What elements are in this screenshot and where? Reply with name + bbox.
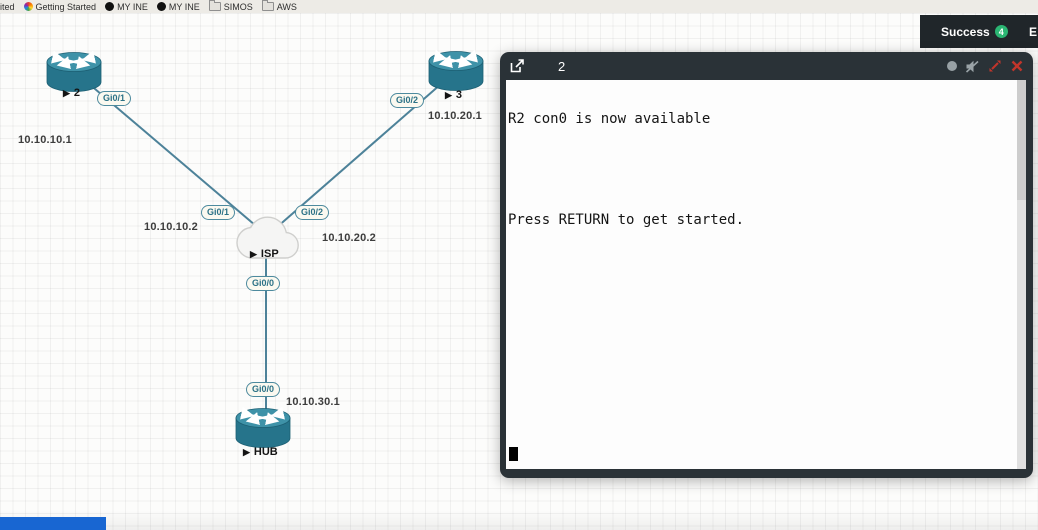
bookmark-item-getting-started[interactable]: Getting Started (23, 1, 97, 12)
interface-label-isp-gi01[interactable]: Gi0/1 (201, 205, 236, 220)
success-count-badge: 4 (994, 25, 1008, 38)
bookmark-label: SIMOS (223, 1, 253, 12)
console-cursor (509, 447, 518, 461)
status-panel-right-label: E (1028, 24, 1037, 39)
site-favicon-icon (105, 2, 115, 11)
device-label-r2: ▶ 2 (63, 87, 80, 99)
bookmarks-bar: ited Getting Started MY INE MY INE SIMOS… (0, 0, 1038, 13)
success-label: Success (941, 24, 990, 39)
bookmark-label: MY INE (168, 1, 200, 12)
device-name: 2 (73, 87, 81, 99)
console-line: R2 con0 is now available (508, 111, 711, 127)
ip-annotation-10-10-20-1: 10.10.20.1 (428, 110, 482, 122)
play-icon: ▶ (445, 89, 452, 100)
interface-label-hub-gi00[interactable]: Gi0/0 (246, 382, 281, 397)
ip-annotation-10-10-10-1: 10.10.10.1 (18, 134, 72, 146)
ip-annotation-10-10-10-2: 10.10.10.2 (144, 221, 198, 233)
interface-label-r2-gi01[interactable]: Gi0/1 (97, 91, 132, 106)
folder-icon (261, 0, 274, 11)
site-favicon-icon (156, 2, 166, 11)
device-name: ISP (260, 248, 279, 260)
bookmark-item-my-ine-1[interactable]: MY INE (105, 2, 148, 12)
bookmark-label: AWS (276, 1, 297, 12)
interface-label-r3-gi02[interactable]: Gi0/2 (390, 93, 425, 108)
ip-annotation-10-10-30-1: 10.10.30.1 (286, 396, 340, 408)
device-label-isp: ▶ ISP (250, 248, 279, 260)
close-icon[interactable] (1010, 59, 1024, 73)
ip-annotation-10-10-20-2: 10.10.20.2 (322, 232, 376, 244)
mute-speaker-icon[interactable] (965, 59, 980, 74)
console-output[interactable]: R2 con0 is now available Press RETURN to… (506, 80, 1026, 469)
console-scrollbar-thumb[interactable] (1017, 80, 1026, 200)
progress-bar (0, 517, 106, 530)
bookmark-item-visited[interactable]: ited (0, 2, 15, 12)
status-panel[interactable]: Success 4 E (920, 15, 1038, 48)
device-name: 3 (455, 89, 463, 101)
device-label-hub: ▶ HUB (243, 446, 278, 458)
play-icon: ▶ (63, 87, 70, 98)
bookmark-label: MY INE (117, 1, 148, 12)
bookmark-label: ited (0, 1, 15, 12)
console-line: Press RETURN to get started. (508, 212, 745, 228)
console-titlebar[interactable]: 2 (500, 52, 1033, 80)
status-dot-icon (947, 61, 957, 71)
interface-label-isp-gi02[interactable]: Gi0/2 (295, 205, 330, 220)
device-label-r3: ▶ 3 (445, 89, 462, 101)
bookmark-label: Getting Started (35, 1, 97, 12)
folder-icon (208, 0, 221, 11)
bookmark-item-my-ine-2[interactable]: MY INE (156, 1, 200, 12)
console-window[interactable]: 2 R2 con0 is now available (500, 52, 1033, 478)
play-icon: ▶ (250, 248, 257, 259)
bookmark-folder-simos[interactable]: SIMOS (208, 0, 253, 12)
open-external-icon[interactable] (509, 58, 525, 74)
color-wheel-icon (23, 2, 33, 11)
bookmark-folder-aws[interactable]: AWS (261, 0, 297, 12)
console-scrollbar[interactable] (1017, 80, 1026, 469)
resize-icon[interactable] (988, 59, 1002, 73)
interface-label-isp-gi00[interactable]: Gi0/0 (246, 276, 281, 291)
canvas-bottom-fade (0, 510, 1038, 530)
play-icon: ▶ (243, 446, 250, 457)
device-name: HUB (253, 446, 278, 458)
console-tab-title: 2 (558, 58, 566, 74)
